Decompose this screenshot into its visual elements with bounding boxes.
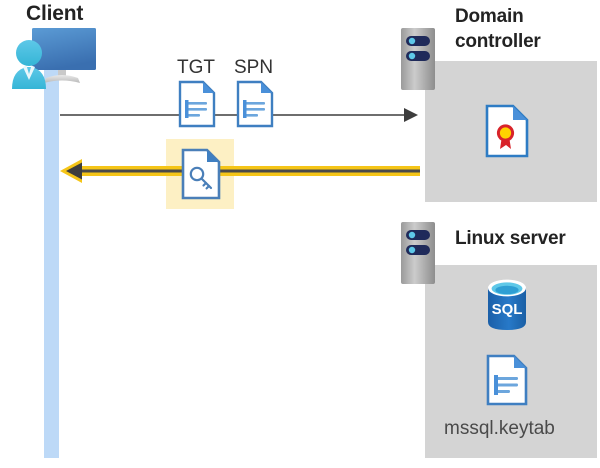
linux-server-rack-icon	[401, 222, 435, 284]
user-monitor-icon	[8, 26, 112, 98]
domain-controller-title-line2: controller	[455, 31, 541, 52]
keytab-file-label: mssql.keytab	[444, 418, 555, 439]
service-ticket-reply-arrow-to-client	[60, 158, 420, 184]
domain-controller-title-line1: Domain	[455, 6, 524, 27]
request-arrow-to-domain-controller	[60, 104, 420, 126]
sql-database-icon: SQL	[484, 278, 530, 334]
spn-document-icon	[236, 80, 274, 128]
sql-badge-text: SQL	[492, 301, 523, 318]
client-lifeline-bar	[44, 66, 59, 458]
spn-label: SPN	[234, 57, 274, 78]
domain-controller-title: Domain controller	[455, 4, 541, 54]
domain-controller-server-rack-icon	[401, 28, 435, 90]
service-ticket-key-document-icon	[181, 148, 221, 200]
tgt-document-icon	[178, 80, 216, 128]
keytab-document-icon	[486, 354, 528, 406]
certificate-icon	[485, 104, 529, 158]
linux-server-title: Linux server	[455, 228, 566, 249]
client-title: Client	[26, 2, 84, 25]
tgt-label: TGT	[177, 57, 215, 78]
